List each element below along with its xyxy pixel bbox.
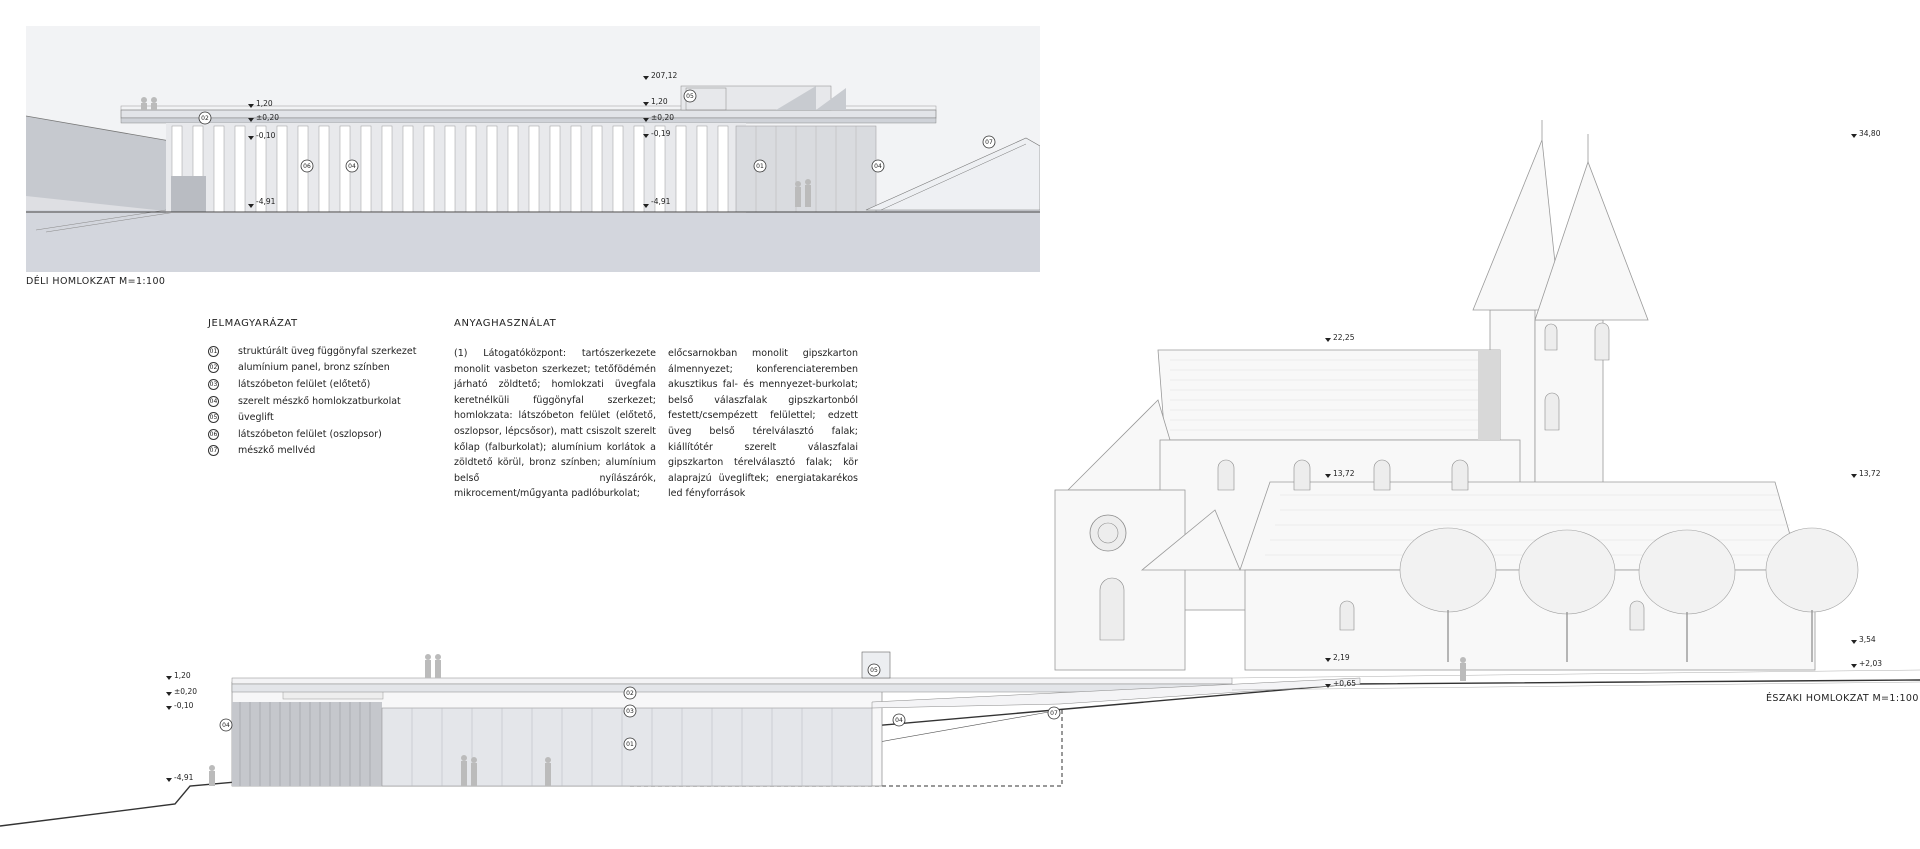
legend-item: 07 mészkő mellvéd [208,443,448,460]
south-elevation-caption: DÉLI HOMLOKZAT M=1:100 [26,276,166,287]
level-label: ±0,20 [256,113,279,122]
legend-number-icon: 04 [208,395,219,407]
marker-label: 06 [303,163,311,170]
north-level-markers: 34,80 22,25 13,72 13,72 3,54 +2,03 2,19 … [166,129,1882,782]
legend-label: struktúrált üveg függönyfal szerkezet [238,345,417,357]
legend-item: 02 alumínium panel, bronz színben [208,360,448,377]
legend-item: 03 látszóbeton felület (előtető) [208,376,448,393]
legend-label: látszóbeton felület (előtető) [238,378,371,390]
level-label: -4,91 [256,197,276,206]
level-label: -4,91 [651,197,671,206]
level-label: +0,65 [1333,679,1356,688]
south-elevation-drawing: 1,20 ±0,20 -0,10 207,12 1,20 ±0,20 -0,19… [26,26,1040,272]
marker-label: 01 [626,741,634,748]
legend-label: üveglift [238,412,274,424]
level-label: -0,19 [651,129,671,138]
legend-label: mészkő mellvéd [238,445,316,457]
materials-column-1: (1) Látogatóközpont: tartószerkezete mon… [454,348,656,500]
level-label: 13,72 [1859,469,1881,478]
level-label: 1,20 [256,99,273,108]
marker-label: 07 [985,139,993,146]
legend-number-icon: 06 [208,428,219,440]
legend-number-icon: 05 [208,412,219,424]
legend-item: 05 üveglift [208,409,448,426]
legend-number-icon: 02 [208,362,219,374]
legend-number-icon: 03 [208,378,219,390]
marker-label: 05 [686,93,694,100]
marker-label: 01 [756,163,764,170]
marker-label: 02 [201,115,209,122]
marker-label: 04 [874,163,882,170]
level-label: 2,19 [1333,653,1350,662]
legend-label: látszóbeton felület (oszlopsor) [238,428,382,440]
marker-label: 02 [626,690,634,697]
materials-title: ANYAGHASZNÁLAT [454,318,557,329]
legend-item: 06 látszóbeton felület (oszlopsor) [208,426,448,443]
level-label: 1,20 [651,97,668,106]
materials-column-2: előcsarnokban monolit gipszkarton álmenn… [668,348,858,500]
south-level-markers: 1,20 ±0,20 -0,10 207,12 1,20 ±0,20 -0,19… [248,71,677,208]
legend: JELMAGYARÁZAT 01 struktúrált üveg függöny… [208,318,448,459]
marker-label: 04 [348,163,356,170]
legend-item: 01 struktúrált üveg függönyfal szerkezet [208,343,448,360]
north-elevation-caption: ÉSZAKI HOMLOKZAT M=1:100 [1766,693,1919,704]
level-label: -0,10 [174,701,194,710]
level-label: -4,91 [174,773,194,782]
level-label: 3,54 [1859,635,1876,644]
marker-label: 04 [222,722,230,729]
legend-label: szerelt mészkő homlokzatburkolat [238,395,401,407]
marker-label: 04 [895,717,903,724]
level-label: 207,12 [651,71,677,80]
north-elevation-drawing: 34,80 22,25 13,72 13,72 3,54 +2,03 2,19 … [0,120,1920,827]
level-label: +2,03 [1859,659,1882,668]
marker-label: 07 [1050,710,1058,717]
legend-item: 04 szerelt mészkő homlokzatburkolat [208,393,448,410]
level-label: 13,72 [1333,469,1355,478]
level-label: -0,10 [256,131,276,140]
legend-label: alumínium panel, bronz színben [238,362,390,374]
level-label: ±0,20 [174,687,197,696]
legend-number-icon: 07 [208,445,219,457]
level-label: 22,25 [1333,333,1355,342]
level-label: 34,80 [1859,129,1881,138]
marker-label: 05 [870,667,878,674]
level-label: ±0,20 [651,113,674,122]
legend-number-icon: 01 [208,345,219,357]
legend-title: JELMAGYARÁZAT [208,318,298,329]
marker-label: 03 [626,708,634,715]
level-label: 1,20 [174,671,191,680]
